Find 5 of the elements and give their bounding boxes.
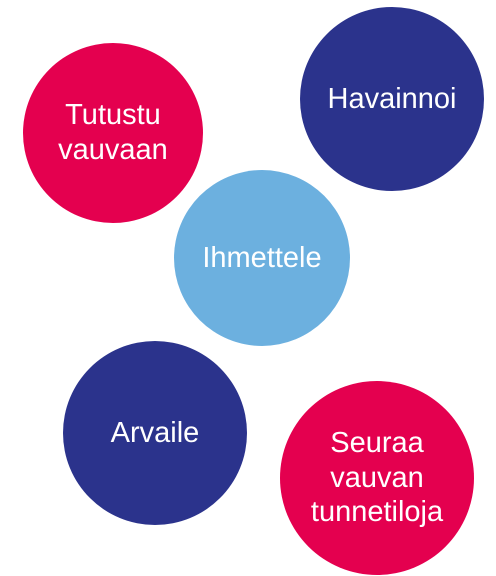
node-label: Havainnoi <box>328 82 456 116</box>
node-label: Tutustu vauvaan <box>57 98 169 168</box>
node-label: Seuraa vauvan tunnetiloja <box>310 426 444 530</box>
node-label: Arvaile <box>110 416 200 450</box>
node-label: Ihmettele <box>202 240 322 276</box>
